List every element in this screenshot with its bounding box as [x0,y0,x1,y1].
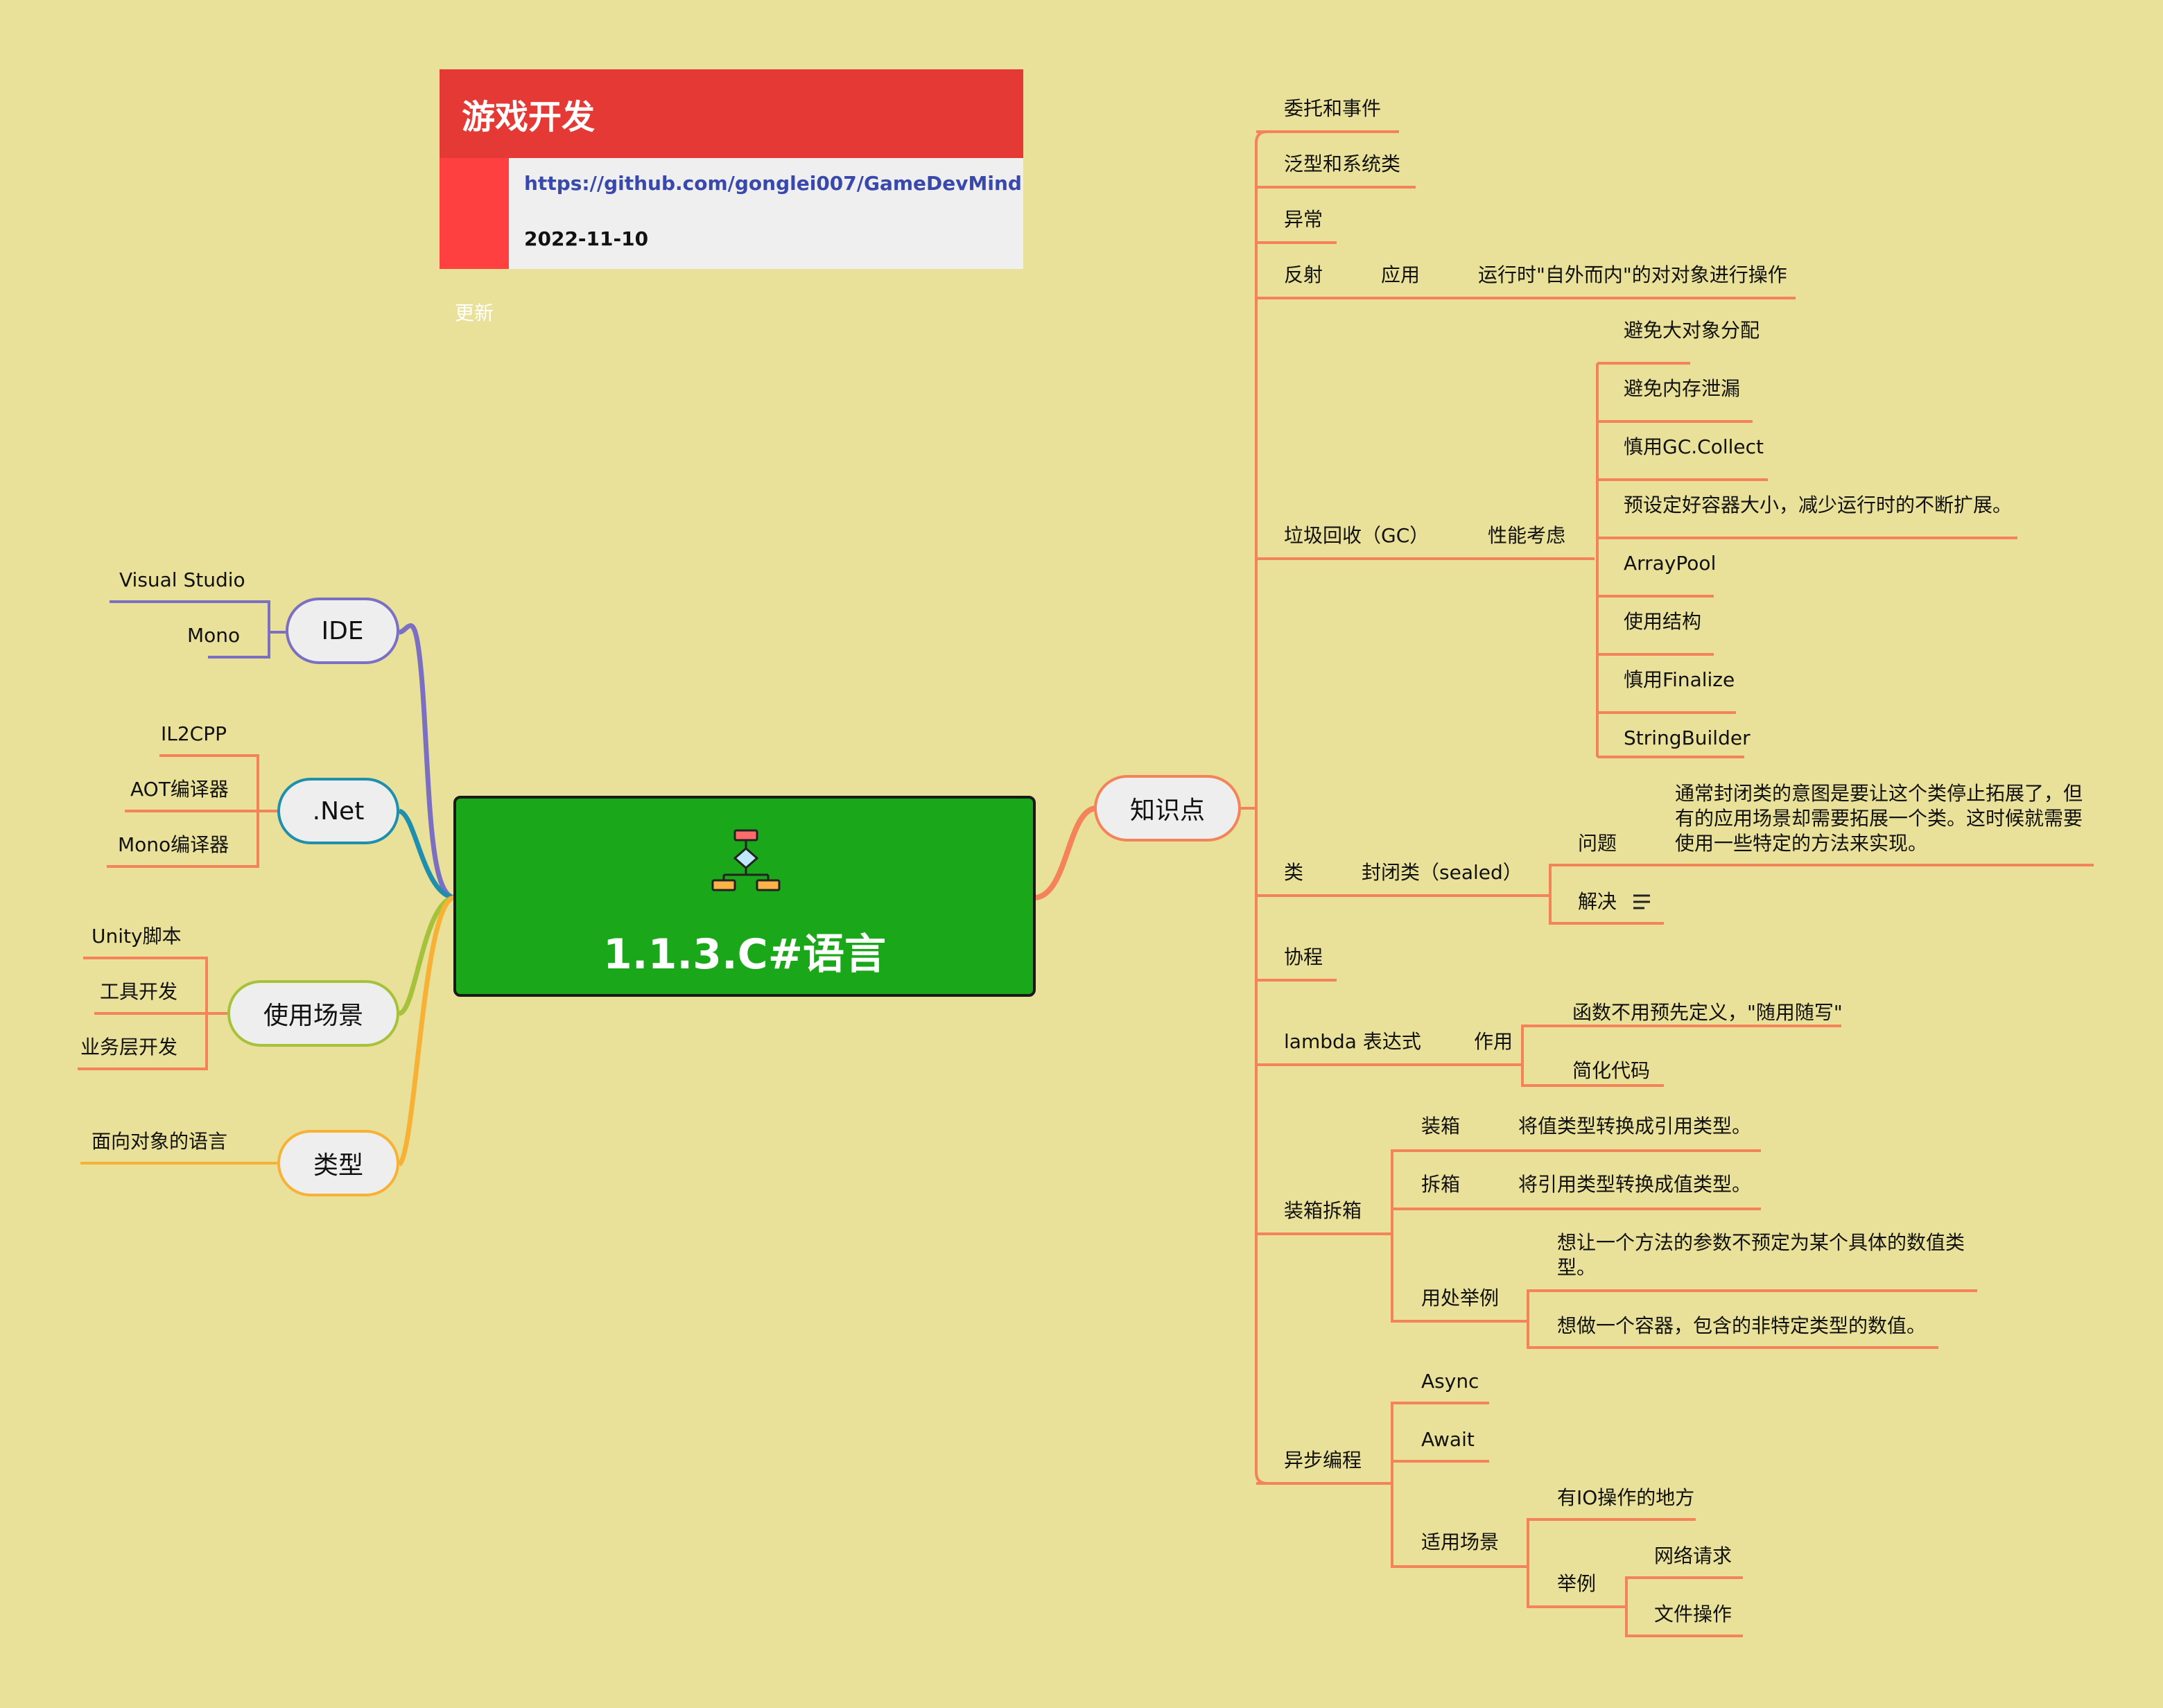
node-async-example[interactable]: 举例 [1557,1572,1597,1595]
problem-line: 有的应用场景却需要拓展一个类。这时候就需要 [1675,807,2083,830]
gc-item[interactable]: ArrayPool [1624,552,1717,575]
node-async-io[interactable]: 有IO操作的地方 [1557,1486,1695,1509]
central-title: 1.1.3.C#语言 [603,930,886,979]
github-link[interactable]: https://github.com/gonglei007/GameDevMin… [524,172,1022,195]
info-title: 游戏开发 [440,69,1023,158]
node-lambda[interactable]: lambda 表达式 [1284,1030,1421,1053]
update-label: 更新 [455,302,494,324]
leaf-unity-script[interactable]: Unity脚本 [92,925,182,948]
node-async-ex1[interactable]: 网络请求 [1654,1544,1732,1567]
topic-dotnet[interactable]: .Net [277,778,399,844]
leaf-business-dev[interactable]: 业务层开发 [80,1036,178,1058]
gc-item[interactable]: 慎用Finalize [1624,668,1735,691]
node-box[interactable]: 装箱 [1421,1115,1461,1138]
gc-item[interactable]: 使用结构 [1624,610,1702,633]
node-delegate[interactable]: 委托和事件 [1284,97,1382,120]
node-problem[interactable]: 问题 [1578,832,1617,855]
problem-line: 通常封闭类的意图是要让这个类停止拓展了，但 [1675,782,2083,805]
flowchart-icon [711,829,781,891]
node-reflection-app[interactable]: 应用 [1381,263,1421,286]
info-body: https://github.com/gonglei007/GameDevMin… [509,158,1023,269]
node-async-ex2[interactable]: 文件操作 [1654,1603,1732,1626]
update-date: 2022-11-10 [524,227,649,250]
gc-item[interactable]: 慎用GC.Collect [1624,435,1764,458]
leaf-tool-dev[interactable]: 工具开发 [100,980,178,1003]
lambda-item[interactable]: 简化代码 [1572,1059,1651,1082]
leaf-visual-studio[interactable]: Visual Studio [119,568,245,591]
node-sealed[interactable]: 封闭类（sealed） [1362,861,1522,884]
node-boxing[interactable]: 装箱拆箱 [1284,1199,1362,1222]
note-icon[interactable] [1632,893,1651,911]
usage-a-line: 想让一个方法的参数不预定为某个具体的数值类 [1557,1231,1965,1254]
lambda-item[interactable]: 函数不用预先定义，"随用随写" [1572,1001,1843,1024]
node-unbox[interactable]: 拆箱 [1421,1173,1461,1196]
gc-item[interactable]: StringBuilder [1624,726,1751,749]
node-exception[interactable]: 异常 [1284,208,1323,231]
topic-type[interactable]: 类型 [277,1130,399,1196]
node-async[interactable]: 异步编程 [1284,1449,1362,1472]
node-generic[interactable]: 泛型和系统类 [1284,152,1401,175]
node-coroutine[interactable]: 协程 [1284,946,1323,968]
node-gc-perf[interactable]: 性能考虑 [1488,524,1566,547]
node-usage[interactable]: 用处举例 [1421,1287,1500,1309]
info-card: 游戏开发 更新 https://github.com/gonglei007/Ga… [440,69,1023,324]
leaf-aot-compiler[interactable]: AOT编译器 [130,778,229,801]
node-box-desc[interactable]: 将值类型转换成引用类型。 [1518,1115,1752,1138]
node-usage-b[interactable]: 想做一个容器，包含的非特定类型的数值。 [1557,1314,1927,1337]
node-async-kw[interactable]: Async [1421,1370,1479,1393]
leaf-oop-language[interactable]: 面向对象的语言 [92,1130,228,1153]
node-await-kw[interactable]: Await [1421,1428,1475,1451]
usage-a-line: 型。 [1557,1256,1597,1279]
node-async-scene[interactable]: 适用场景 [1421,1531,1500,1553]
node-solve[interactable]: 解决 [1578,890,1617,913]
node-gc[interactable]: 垃圾回收（GC） [1284,524,1430,547]
node-reflection-desc[interactable]: 运行时"自外而内"的对对象进行操作 [1478,263,1787,286]
gc-item[interactable]: 预设定好容器大小，减少运行时的不断扩展。 [1624,494,2013,516]
gc-item[interactable]: 避免内存泄漏 [1624,377,1741,400]
leaf-mono[interactable]: Mono [187,624,241,647]
node-reflection[interactable]: 反射 [1284,263,1323,286]
problem-line: 使用一些特定的方法来实现。 [1675,832,1928,855]
node-class[interactable]: 类 [1284,861,1304,884]
node-lambda-effect[interactable]: 作用 [1474,1030,1513,1053]
leaf-il2cpp[interactable]: IL2CPP [161,722,227,745]
node-unbox-desc[interactable]: 将引用类型转换成值类型。 [1518,1173,1752,1196]
gc-item[interactable]: 避免大对象分配 [1624,319,1760,342]
topic-ide[interactable]: IDE [286,598,399,664]
topic-scenario[interactable]: 使用场景 [227,980,399,1047]
central-topic[interactable]: 1.1.3.C#语言 [453,796,1036,997]
info-sidebar: 更新 [440,158,509,324]
leaf-mono-compiler[interactable]: Mono编译器 [118,833,229,856]
topic-knowledge[interactable]: 知识点 [1094,775,1241,842]
